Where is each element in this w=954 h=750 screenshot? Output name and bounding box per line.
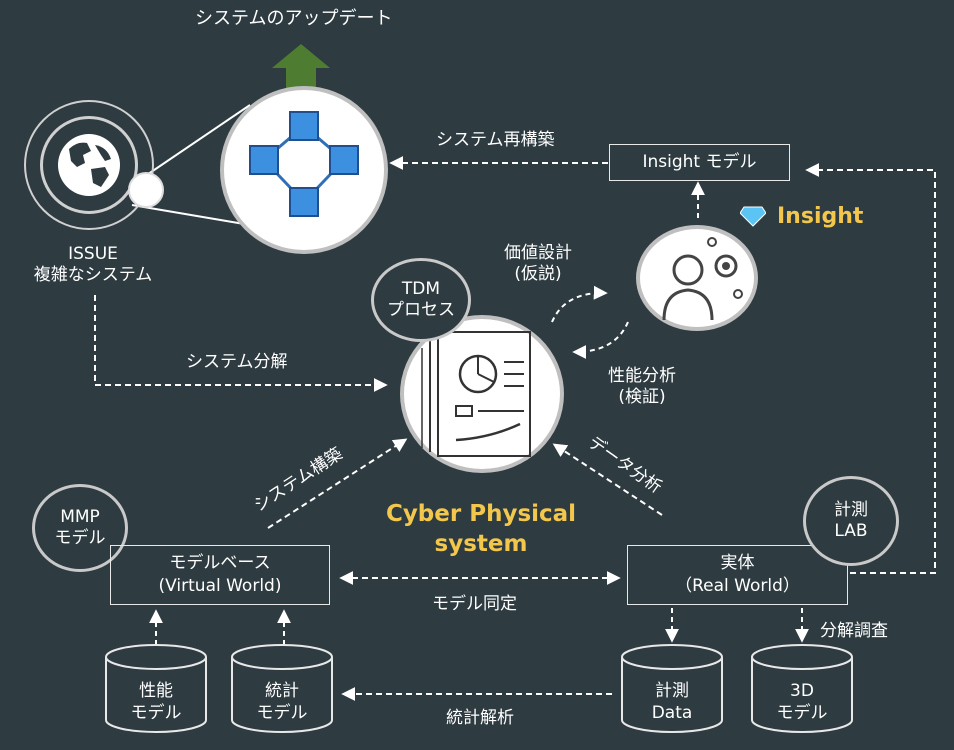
update-up-arrow-icon [272, 44, 330, 94]
measurement-title: 計測 [655, 681, 689, 701]
real-world-title: 実体 [720, 553, 755, 574]
model-base-title: モデルベース [169, 553, 271, 574]
performance-analysis-label: 性能分析 (検証) [608, 366, 676, 409]
three-d-model-cylinder [751, 644, 853, 733]
three-d-title: 3D [790, 681, 814, 701]
measurement-subtitle: Data [651, 703, 693, 724]
decompose-arrow [94, 295, 388, 392]
value-design-note: (仮説) [514, 264, 562, 285]
performance-model-cylinder [105, 644, 207, 733]
system-cubes-icon [249, 111, 359, 217]
cps-document-circle [400, 315, 564, 473]
statistics-model-label: 統計 モデル [232, 680, 332, 724]
three-d-model-label: 3D モデル [752, 680, 852, 724]
statistics-model-cylinder [231, 644, 333, 733]
lab-title: 計測 [834, 499, 868, 520]
issue-title: ISSUE [68, 244, 118, 264]
model-base-box: モデルベース (Virtual World) [110, 545, 330, 605]
statistical-analysis-label: 統計解析 [446, 708, 514, 728]
cps-label: Cyber Physical system [376, 500, 586, 560]
performance-subtitle: モデル [130, 703, 182, 724]
mmp-subtitle: モデル [54, 528, 106, 548]
issue-label: ISSUE 複雑なシステム [28, 244, 158, 287]
globe-icon [58, 134, 120, 196]
measurement-data-cylinder [621, 644, 723, 733]
system-update-label: システムのアップデート [195, 8, 393, 29]
performance-analysis-arrow [572, 321, 629, 359]
document-chart-icon [421, 331, 531, 457]
lab-circle: 計測 LAB [803, 476, 899, 566]
statistics-title: 統計 [265, 681, 299, 701]
insight-label: Insight [777, 204, 864, 229]
cps-title-line1: Cyber Physical [385, 501, 577, 527]
data-analysis-arrow [552, 443, 663, 516]
measurement-data-label: 計測 Data [622, 680, 722, 724]
decompose-label: システム分解 [186, 352, 288, 372]
model-identification-label: モデル同定 [432, 594, 517, 614]
rebuild-label: システム再構築 [436, 130, 555, 150]
diamond-icon [740, 206, 766, 227]
issue-outer-ring [24, 100, 154, 230]
performance-model-label: 性能 モデル [106, 680, 206, 724]
mmp-title: MMP [60, 506, 100, 527]
value-design-arrow [551, 285, 608, 323]
tdm-subtitle: プロセス [387, 300, 455, 320]
insight-model-box: Insight モデル [609, 144, 790, 181]
performance-analysis-title: 性能分析 [608, 366, 676, 386]
lab-subtitle: LAB [834, 521, 868, 541]
lens-connector-dot [128, 172, 164, 208]
value-design-title: 価値設計 [504, 243, 572, 263]
insight-person-circle [636, 225, 758, 331]
model-base-subtitle: (Virtual World) [158, 576, 282, 596]
performance-title: 性能 [139, 681, 173, 701]
lens-line-bottom [131, 204, 251, 226]
real-world-box: 実体 （Real World） [627, 545, 848, 605]
tdm-title: TDM [401, 278, 441, 299]
statistics-subtitle: モデル [256, 703, 308, 724]
insight-model-label: Insight モデル [642, 152, 757, 173]
value-design-label: 価値設計 (仮説) [504, 243, 572, 286]
system-build-arrow [267, 438, 408, 529]
three-d-subtitle: モデル [776, 703, 828, 724]
tdm-process-circle: TDM プロセス [371, 258, 471, 342]
issue-subtitle: 複雑なシステム [33, 265, 153, 286]
real-world-subtitle: （Real World） [675, 576, 800, 596]
person-gears-icon [662, 237, 743, 321]
performance-analysis-note: (検証) [618, 387, 666, 408]
cps-title-line2: system [434, 530, 528, 557]
lab-to-insight-arrow [805, 163, 936, 574]
mmp-model-circle: MMP モデル [32, 484, 128, 572]
decomposition-survey-label: 分解調査 [820, 621, 888, 641]
